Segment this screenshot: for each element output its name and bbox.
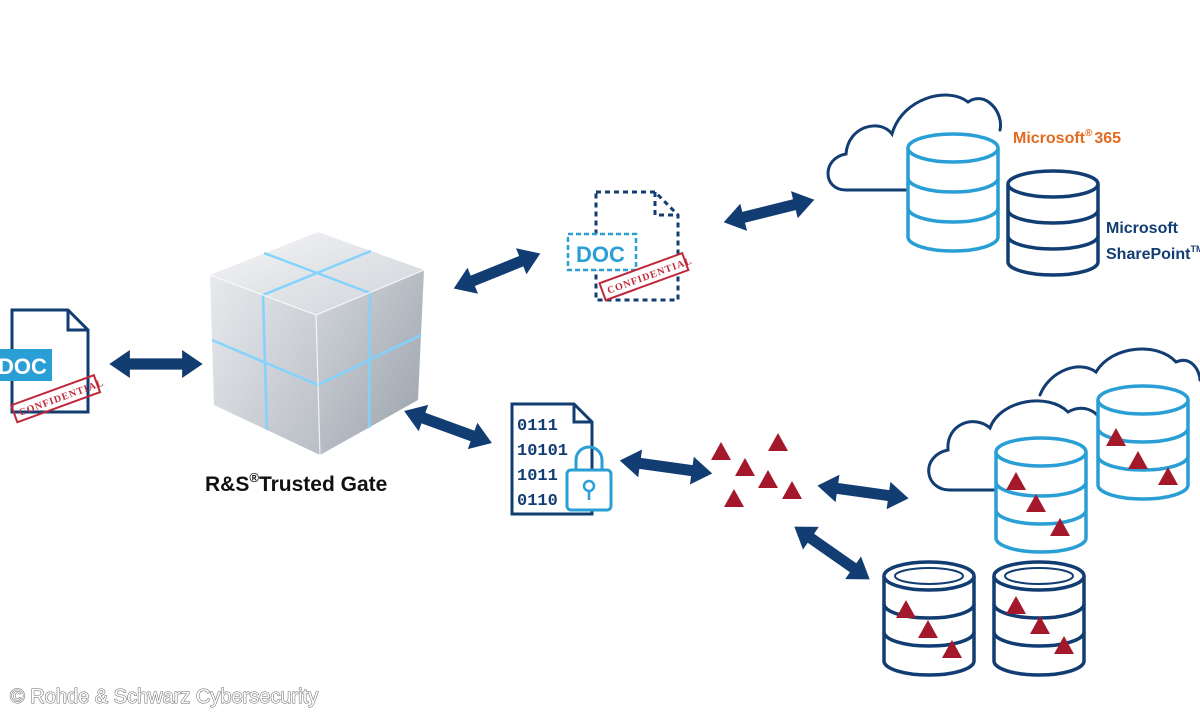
fragment-marker (711, 442, 731, 460)
virtual-document-fold (653, 192, 678, 217)
arrow-fragments-to-databases (786, 515, 878, 591)
sharepoint-label-line1: Microsoft (1106, 220, 1179, 237)
padlock-icon (565, 445, 613, 512)
front-cloud-icon (927, 399, 1102, 492)
virtual-doc-label: DOC (576, 242, 625, 267)
microsoft-cloud-icon (826, 93, 1003, 192)
source-document-icon: DOC CONFIDENTIAL (0, 308, 106, 424)
sharepoint-database-icon (1006, 169, 1100, 277)
sharepoint-label-line2: SharePointTM (1106, 244, 1200, 263)
stamp-border (9, 373, 102, 424)
fragment-marker (724, 489, 744, 507)
fragment-marker (768, 433, 788, 451)
arrow-fragments-to-clouds (815, 471, 911, 513)
fragment-marker (782, 481, 802, 499)
fragment-marker (735, 458, 755, 476)
onprem-database-left-icon (882, 560, 976, 677)
arrow-virtual-doc-to-cloud (720, 186, 818, 236)
trusted-gate-label: R&S®Trusted Gate (205, 470, 387, 496)
binary-line-4: 0110 (517, 492, 558, 511)
arrow-doc-to-gate (109, 350, 203, 378)
arrow-gate-to-encrypted-file (399, 397, 497, 457)
copyright-notice: © Rohde & Schwarz Cybersecurity (9, 686, 319, 709)
cloud-outline (826, 93, 1003, 192)
microsoft-365-database-icon (906, 132, 1000, 253)
document-corner-fold (66, 310, 88, 332)
data-fragments-cluster (711, 433, 802, 507)
microsoft-365-label: Microsoft®365 (1013, 128, 1121, 147)
virtual-stamp-border (598, 251, 690, 302)
virtual-doc-label-box (566, 232, 638, 272)
fragment-marker (758, 470, 778, 488)
cloud-database-front-icon (994, 436, 1088, 554)
cloud-database-back-icon (1096, 384, 1190, 501)
virtual-document-icon: DOC CONFIDENTIAL (566, 190, 694, 302)
trusted-gate-cube-icon (209, 232, 425, 456)
source-doc-label: DOC (0, 354, 47, 379)
binary-line-1: 0111 (517, 417, 558, 436)
binary-line-3: 1011 (517, 467, 558, 486)
back-cloud-icon (1038, 347, 1200, 397)
binary-line-2: 10101 (517, 442, 568, 461)
doc-label-background (0, 349, 52, 381)
arrow-gate-to-virtual-doc (448, 240, 546, 302)
onprem-database-right-icon (992, 560, 1086, 677)
arrow-encrypted-to-fragments (617, 446, 715, 488)
